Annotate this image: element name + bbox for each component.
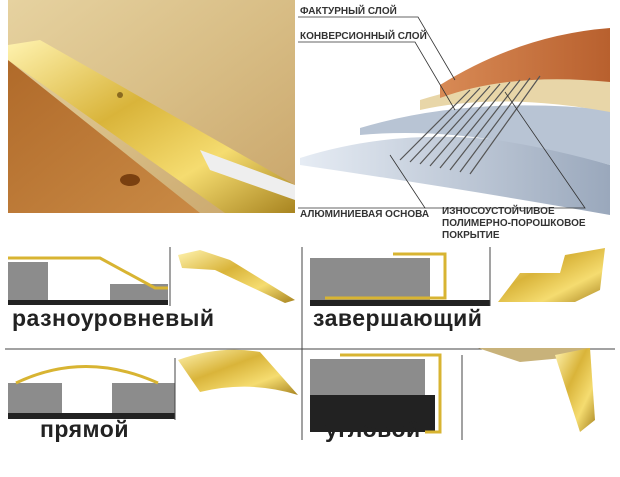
label-coating-2: ПОЛИМЕРНО-ПОРОШКОВОЕ [442, 218, 586, 229]
profile-finishing: завершающий [310, 247, 605, 331]
floor-threshold-photo [8, 0, 295, 213]
label-conversion-layer: КОНВЕРСИОННЫЙ СЛОЙ [300, 29, 427, 42]
profile-label: угловой [325, 416, 421, 442]
profile-straight: прямой [8, 349, 298, 442]
layer-structure-diagram: ФАКТУРНЫЙ СЛОЙ КОНВЕРСИОННЫЙ СЛОЙ АЛЮМИН… [298, 4, 610, 241]
profile-label: завершающий [313, 305, 482, 331]
profile-label: прямой [40, 416, 129, 442]
label-coating-1: ИЗНОСОУСТОЙЧИВОЕ [442, 204, 555, 217]
label-aluminium-base: АЛЮМИНИЕВАЯ ОСНОВА [300, 209, 429, 220]
profile-corner: угловой [310, 348, 595, 442]
label-coating-3: ПОКРЫТИЕ [442, 230, 500, 241]
profile-multilevel: разноуровневый [8, 247, 295, 331]
profile-label: разноуровневый [12, 305, 215, 331]
label-texture-layer: ФАКТУРНЫЙ СЛОЙ [300, 4, 397, 17]
